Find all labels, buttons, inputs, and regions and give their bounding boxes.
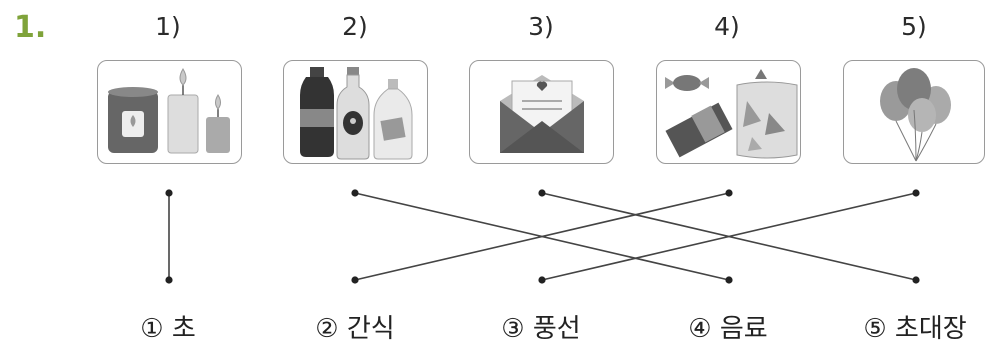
snacks-icon	[665, 69, 798, 159]
picture-card-1	[97, 60, 242, 164]
word-option-4: ④ 음료	[688, 314, 768, 344]
picture-card-3	[469, 60, 614, 164]
picture-card-4	[656, 60, 801, 164]
picture-card-2	[283, 60, 428, 164]
candles-icon	[108, 68, 230, 154]
connection-dot-top-1	[165, 189, 173, 197]
word-option-2: ② 간식	[315, 314, 395, 344]
item-label-5: 5)	[901, 12, 927, 41]
connection-dot-top-4	[725, 189, 733, 197]
connection-dot-top-3	[538, 189, 546, 197]
item-label-1: 1)	[155, 12, 181, 41]
connection-lines	[168, 192, 917, 281]
connection-dot-bottom-1	[165, 276, 173, 284]
drink-bottles-icon	[300, 67, 413, 160]
picture-card-5	[843, 60, 985, 164]
connection-dot-bottom-4	[725, 276, 733, 284]
connection-dot-bottom-2	[351, 276, 359, 284]
word-option-5: ⑤ 초대장	[863, 314, 967, 344]
question-number: 1.	[14, 10, 47, 45]
item-label-4: 4)	[714, 12, 740, 41]
connection-line-4	[354, 192, 730, 281]
invitation-letter-icon	[500, 75, 584, 153]
connection-dot-top-2	[351, 189, 359, 197]
word-option-3: ③ 풍선	[501, 314, 581, 344]
connection-dots	[165, 189, 920, 284]
connection-line-5	[541, 192, 917, 281]
connection-dot-bottom-3	[538, 276, 546, 284]
balloons-icon	[880, 68, 951, 162]
word-option-1: ① 초	[140, 314, 196, 344]
item-label-3: 3)	[528, 12, 554, 41]
connection-dot-bottom-5	[912, 276, 920, 284]
connection-dot-top-5	[912, 189, 920, 197]
item-label-2: 2)	[342, 12, 368, 41]
